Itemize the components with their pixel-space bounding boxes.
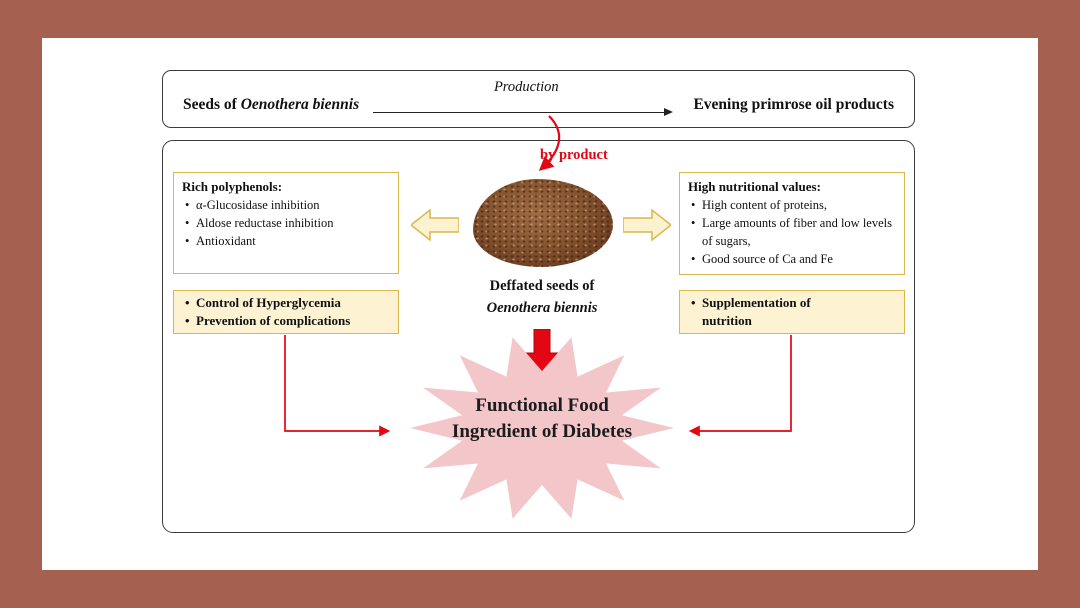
list-item: Prevention of complications	[182, 312, 390, 330]
hyperglycemia-highlight-box: Control of Hyperglycemia Prevention of c…	[173, 290, 399, 334]
polyphenols-list: α-Glucosidase inhibition Aldose reductas…	[182, 197, 390, 250]
seeds-label-prefix: Seeds of	[183, 96, 241, 113]
seeds-label-species: Oenothera biennis	[240, 96, 360, 113]
seed-caption: Deffated seeds of Oenothera biennis	[441, 276, 643, 320]
nutrition-panel: High nutritional values: High content of…	[679, 172, 905, 275]
list-item: High content of proteins,	[688, 197, 896, 215]
byproduct-label: by product	[540, 147, 608, 163]
supplementation-highlight-box: Supplementation of nutrition	[679, 290, 905, 334]
seed-caption-line1: Deffated seeds of	[489, 278, 595, 294]
seed-caption-line2: Oenothera biennis	[486, 299, 598, 316]
list-item: Large amounts of fiber and low levels of…	[688, 215, 896, 251]
list-item: Good source of Ca and Fe	[688, 251, 896, 269]
seeds-label: Seeds of Oenothera biennis	[183, 96, 359, 114]
starburst-shape	[410, 337, 674, 519]
right-block-arrow-icon	[623, 208, 671, 242]
list-item: Control of Hyperglycemia	[182, 294, 390, 312]
starburst-text: Functional Food Ingredient of Diabetes	[406, 393, 678, 444]
left-block-arrow-icon	[411, 208, 459, 242]
polyphenols-panel: Rich polyphenols: α-Glucosidase inhibiti…	[173, 172, 399, 274]
supplementation-list: Supplementation of nutrition	[688, 294, 896, 330]
main-diagram-box: Rich polyphenols: α-Glucosidase inhibiti…	[162, 140, 915, 533]
list-item: Aldose reductase inhibition	[182, 215, 390, 233]
list-item: Supplementation of nutrition	[688, 294, 857, 330]
list-item: Antioxidant	[182, 233, 390, 251]
production-label: Production	[493, 79, 559, 95]
production-arrow-area: Production	[369, 71, 683, 127]
starburst-line2: Ingredient of Diabetes	[451, 420, 633, 442]
hyperglycemia-list: Control of Hyperglycemia Prevention of c…	[182, 294, 390, 331]
production-arrow	[373, 108, 674, 116]
polyphenols-title: Rich polyphenols:	[182, 179, 283, 194]
list-item: α-Glucosidase inhibition	[182, 197, 390, 215]
starburst-line1: Functional Food	[475, 395, 609, 416]
top-banner-box: Seeds of Oenothera biennis Production Ev…	[162, 70, 915, 128]
defatted-seeds-image	[473, 179, 613, 267]
nutrition-title: High nutritional values:	[688, 179, 821, 194]
oil-products-label: Evening primrose oil products	[693, 96, 894, 113]
nutrition-list: High content of proteins, Large amounts …	[688, 197, 896, 268]
